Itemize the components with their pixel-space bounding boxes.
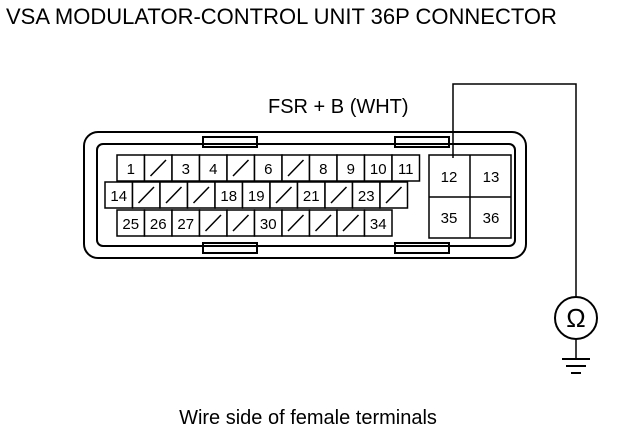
pin-6: 6 [253, 154, 283, 182]
pin-25: 25 [116, 209, 146, 237]
blank-slash [232, 159, 250, 177]
pin-label: 27 [177, 216, 194, 233]
pin-blank [324, 181, 354, 209]
pin-blank [379, 181, 409, 209]
pin-label: 6 [264, 161, 272, 178]
diagram-title: VSA MODULATOR-CONTROL UNIT 36P CONNECTOR [6, 4, 557, 29]
test-lead-wire [452, 83, 577, 358]
pin-30: 30 [253, 209, 283, 237]
pin-blank [281, 154, 311, 182]
blank-slash [287, 214, 305, 232]
ohmmeter-icon: Ω [554, 296, 598, 340]
blank-slash [330, 186, 348, 204]
pin-label: 14 [110, 188, 127, 205]
blank-slash [137, 186, 155, 204]
caption: Wire side of female terminals [179, 407, 437, 429]
pin-19: 19 [241, 181, 271, 209]
blank-slash [275, 186, 293, 204]
pin-blank [336, 209, 366, 237]
pin-4: 4 [198, 154, 228, 182]
pin-23: 23 [351, 181, 381, 209]
pin-9: 9 [336, 154, 366, 182]
pin-blank [226, 154, 256, 182]
pin-26: 26 [143, 209, 173, 237]
pin-label: 19 [248, 188, 265, 205]
blank-slash [192, 186, 210, 204]
pin-label: 26 [150, 216, 167, 233]
pin-13: 13 [483, 169, 500, 186]
pin-blank [226, 209, 256, 237]
pin-blank [159, 181, 189, 209]
pin-label: 18 [220, 188, 237, 205]
pin-label: 4 [209, 161, 217, 178]
pin-18: 18 [214, 181, 244, 209]
pin-label: 9 [347, 161, 355, 178]
blank-slash [232, 214, 250, 232]
pin-label: 1 [127, 161, 135, 178]
pin-3: 3 [171, 154, 201, 182]
blank-slash [204, 214, 222, 232]
pin-blank [131, 181, 161, 209]
wire-label: FSR + B (WHT) [268, 96, 409, 118]
pin-27: 27 [171, 209, 201, 237]
pin-label: 34 [370, 216, 387, 233]
pin-blank [269, 181, 299, 209]
pin-blank [281, 209, 311, 237]
pin-label: 30 [260, 216, 277, 233]
pin-10: 10 [363, 154, 393, 182]
pin-label: 21 [303, 188, 320, 205]
blank-slash [149, 159, 167, 177]
pin-34: 34 [363, 209, 393, 237]
connector-housing [83, 131, 527, 259]
pin-label: 25 [122, 216, 139, 233]
pin-label: 23 [358, 188, 375, 205]
pin-1: 1 [116, 154, 146, 182]
pin-label: 10 [370, 161, 387, 178]
blank-slash [342, 214, 360, 232]
pin-21: 21 [296, 181, 326, 209]
ground-icon [562, 358, 590, 374]
pin-blank [198, 209, 228, 237]
pin-blank [308, 209, 338, 237]
pin-11: 11 [391, 154, 421, 182]
ohm-symbol: Ω [566, 303, 585, 333]
blank-slash [165, 186, 183, 204]
pin-label: 8 [319, 161, 327, 178]
pin-label: 3 [182, 161, 190, 178]
pin-12: 12 [441, 169, 458, 186]
pin-blank [143, 154, 173, 182]
blank-slash [314, 214, 332, 232]
pin-36: 36 [483, 210, 500, 227]
large-pin-block: 12 13 35 36 [428, 154, 512, 239]
pin-label: 11 [398, 161, 414, 178]
pin-blank [186, 181, 216, 209]
blank-slash [385, 186, 403, 204]
pin-14: 14 [104, 181, 134, 209]
pin-8: 8 [308, 154, 338, 182]
blank-slash [287, 159, 305, 177]
pin-35: 35 [441, 210, 458, 227]
